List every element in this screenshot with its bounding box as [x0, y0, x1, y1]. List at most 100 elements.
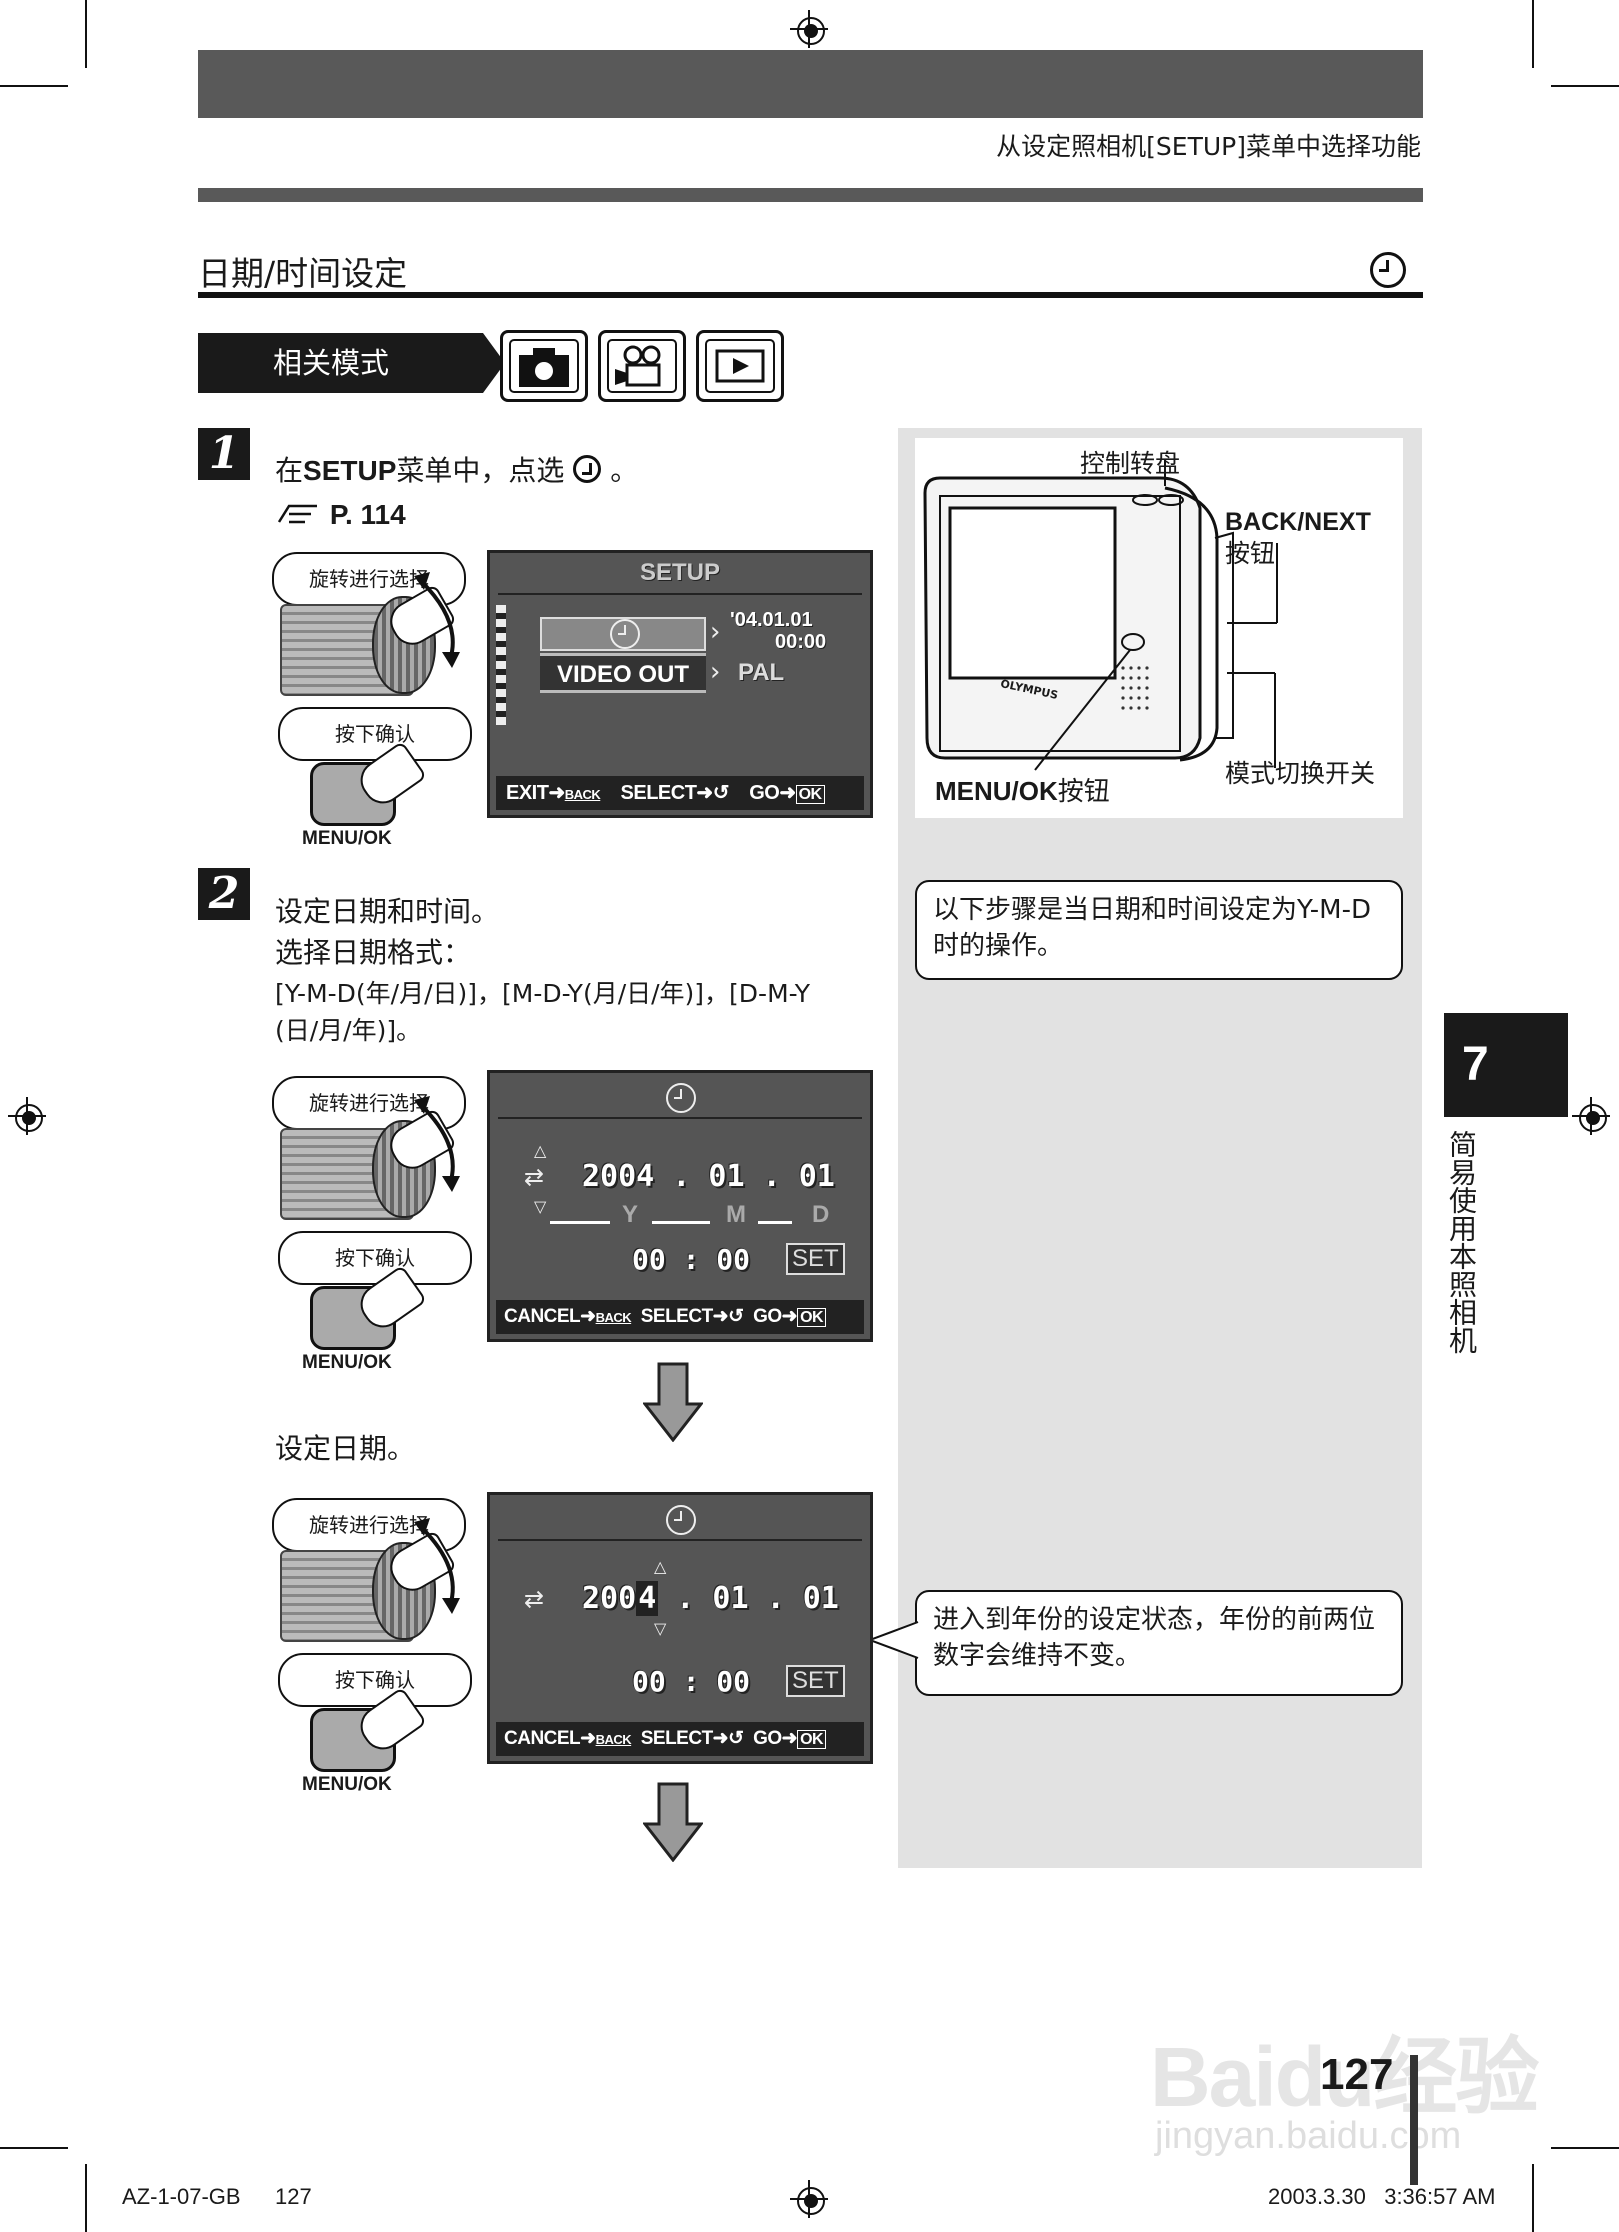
- header-subtitle: 从设定照相机[SETUP]菜单中选择功能: [996, 132, 1421, 161]
- step1-instruction: 在SETUP菜单中，点选 。: [275, 452, 638, 490]
- ymd-line: [652, 1221, 710, 1224]
- footer-left-page: 127: [275, 2184, 312, 2209]
- press-bubble: 按下确认: [278, 1653, 472, 1707]
- step2-line3: [Y-M-D(年/月/日)]，[M-D-Y(月/日/年)]，[D-M-Y: [275, 979, 810, 1008]
- step1-reference: P. 114: [275, 496, 406, 534]
- step2-line2: 选择日期格式：: [275, 936, 472, 969]
- note-date-format: 以下步骤是当日期和时间设定为Y-M-D时的操作。: [915, 880, 1403, 980]
- date-value: 2004 . 01 . 01: [582, 1581, 839, 1616]
- down-arrow-icon: [643, 1362, 703, 1442]
- cmd-ok: OK: [797, 1730, 827, 1749]
- step1-page-ref: P. 114: [329, 499, 406, 530]
- chapter-tab: 7: [1444, 1013, 1568, 1117]
- ymd-y: Y: [622, 1201, 639, 1228]
- menu-row-video-out: VIDEO OUT: [540, 653, 706, 693]
- setup-time-value: 00:00: [775, 631, 827, 653]
- press-bubble: 按下确认: [278, 1231, 472, 1285]
- menuok-label-text: 按钮: [1057, 777, 1110, 807]
- dial-icon: ↺: [728, 1306, 744, 1327]
- page-title: 日期/时间设定: [198, 254, 408, 293]
- up-arrow-icon: △: [654, 1557, 667, 1576]
- step1-text-end: 。: [610, 454, 639, 487]
- cmd-cancel: CANCEL: [504, 1728, 581, 1749]
- cmd-cancel: CANCEL: [504, 1306, 581, 1327]
- cmd-back: BACK: [595, 1310, 632, 1325]
- rotate-arrow-icon: [414, 572, 460, 668]
- step-number-2: 2: [198, 868, 250, 920]
- ymd-m: M: [726, 1201, 746, 1228]
- ymd-line: [758, 1221, 792, 1224]
- menuok-caption: MENU/OK: [302, 1352, 392, 1373]
- lcd-command-bar: EXIT➜BACK SELECT➜↺ GO➜OK: [496, 776, 864, 810]
- playback-icon: [696, 330, 784, 402]
- step2b-text: 设定日期。: [275, 1432, 416, 1465]
- lcd-date-set-screen: △ ⇄ 2004 . 01 . 01 ▽ 00 : 00 SET CANCEL➜…: [487, 1492, 873, 1764]
- lcd-command-bar: CANCEL➜BACK SELECT➜↺ GO➜OK: [496, 1300, 864, 1334]
- dial-icon: ↺: [712, 782, 730, 804]
- note-year-setting: 进入到年份的设定状态，年份的前两位数字会维持不变。: [915, 1590, 1403, 1696]
- related-modes-label: 相关模式: [198, 333, 483, 393]
- down-arrow-icon: ▽: [534, 1197, 547, 1216]
- setup-screen-title: SETUP: [639, 559, 720, 586]
- setup-video-out-value: PAL: [738, 659, 785, 686]
- lcd-setup-screen: SETUP › '04.01.01 00:00 VIDEO OUT › PAL …: [487, 550, 873, 818]
- mode-tag-arrow: [483, 333, 505, 393]
- registration-mark-icon: [8, 1097, 46, 1135]
- registration-mark-icon: [1572, 1097, 1610, 1135]
- step1-text-pre: 在: [275, 454, 304, 487]
- cmd-go: GO: [753, 1728, 782, 1749]
- page-number: 127: [1320, 2050, 1394, 2099]
- cmd-ok: OK: [795, 785, 825, 804]
- up-arrow-icon: △: [534, 1141, 547, 1160]
- setup-date-value: '04.01.01: [730, 609, 813, 631]
- cmd-select: SELECT: [640, 1728, 713, 1749]
- hand-pointer-icon: [277, 504, 317, 524]
- lcd-command-bar: CANCEL➜BACK SELECT➜↺ GO➜OK: [496, 1722, 864, 1756]
- dial-icon: ↺: [728, 1728, 744, 1749]
- scroll-indicator: [496, 605, 506, 725]
- hand-illustration: 旋转进行选择 按下确认 MENU/OK: [272, 1498, 472, 1798]
- rotate-arrow-icon: [414, 1518, 460, 1614]
- step-number-1: 1: [198, 428, 250, 480]
- menuok-label-bold: MENU/OK: [935, 776, 1058, 806]
- backnext-label: BACK/NEXT 按钮: [1225, 506, 1371, 570]
- mode-switch-label: 模式切换开关: [1225, 759, 1376, 788]
- cmd-go: GO: [749, 782, 780, 804]
- menuok-caption: MENU/OK: [302, 1774, 392, 1795]
- hand-illustration: 旋转进行选择 按下确认 MENU/OK: [272, 552, 472, 852]
- clock-icon: [666, 1505, 696, 1535]
- cmd-back: BACK: [595, 1732, 632, 1747]
- chevron-right-icon: ›: [710, 657, 721, 687]
- backnext-label-text: 按钮: [1225, 539, 1276, 568]
- cmd-select: SELECT: [620, 782, 697, 804]
- step2-line4: (日/月/年)]。: [275, 1016, 422, 1045]
- registration-mark-icon: [790, 2180, 828, 2218]
- ymd-d: D: [812, 1201, 830, 1228]
- header-rule: [198, 188, 1423, 202]
- down-arrow-icon: [643, 1782, 703, 1862]
- cmd-select: SELECT: [640, 1306, 713, 1327]
- cmd-ok: OK: [797, 1308, 827, 1327]
- set-button: SET: [786, 1665, 845, 1697]
- footer-timestamp: 2003.3.30 3:36:57 AM: [1268, 2184, 1496, 2209]
- title-rule: [198, 292, 1423, 298]
- step1-text-bold: SETUP: [303, 455, 397, 486]
- footer-left-code: AZ-1-07-GB: [122, 2184, 241, 2209]
- movie-icon: [598, 330, 686, 402]
- cmd-exit: EXIT: [506, 782, 549, 804]
- swap-arrows-icon: ⇄: [524, 1163, 545, 1191]
- cmd-back: BACK: [564, 787, 601, 802]
- cmd-go: GO: [753, 1306, 782, 1327]
- camera-icon: [500, 330, 588, 402]
- down-arrow-icon: ▽: [654, 1619, 667, 1638]
- hand-illustration: 旋转进行选择 按下确认 MENU/OK: [272, 1076, 472, 1376]
- chevron-right-icon: ›: [710, 617, 721, 647]
- date-year-prefix: 200: [582, 1581, 637, 1616]
- press-bubble: 按下确认: [278, 707, 472, 761]
- lcd-date-format-screen: △ ⇄ 2004 . 01 . 01 ▽ Y M D 00 : 00 SET C…: [487, 1070, 873, 1342]
- backnext-label-bold: BACK/NEXT: [1225, 508, 1371, 536]
- clock-icon: [610, 619, 640, 649]
- step1-text-post: 菜单中，点选: [396, 454, 565, 487]
- time-value: 00 : 00: [632, 1243, 751, 1276]
- date-rest: . 01 . 01: [658, 1581, 839, 1616]
